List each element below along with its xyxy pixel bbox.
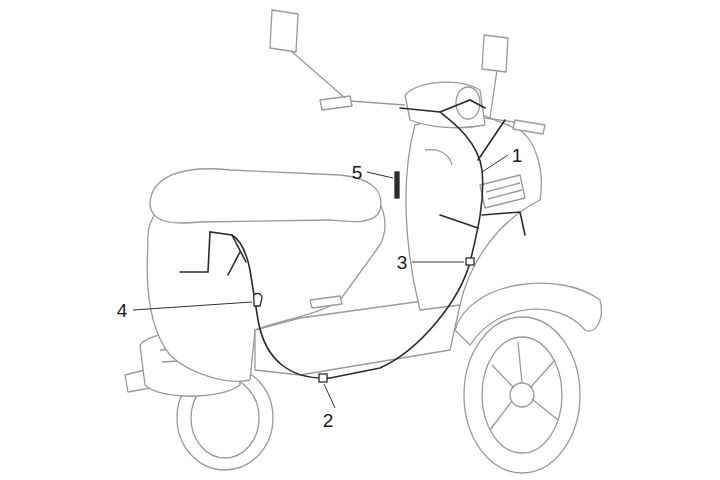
wiring-harness [180,100,525,378]
callout-number: 3 [397,253,408,272]
harness-clips [254,172,474,382]
callout-number: 4 [117,301,128,320]
leader-lines [133,155,508,408]
scooter-body [125,10,601,473]
callout-number: 1 [512,146,523,165]
callout-number: 2 [323,411,334,430]
callout-slot: 2 [323,411,334,431]
callout-slot: 1 [512,146,523,166]
callout-number: 5 [352,163,363,182]
callout-slot: 4 [117,301,128,321]
callout-slot: 3 [397,253,408,273]
callout-slot: 5 [352,163,363,183]
